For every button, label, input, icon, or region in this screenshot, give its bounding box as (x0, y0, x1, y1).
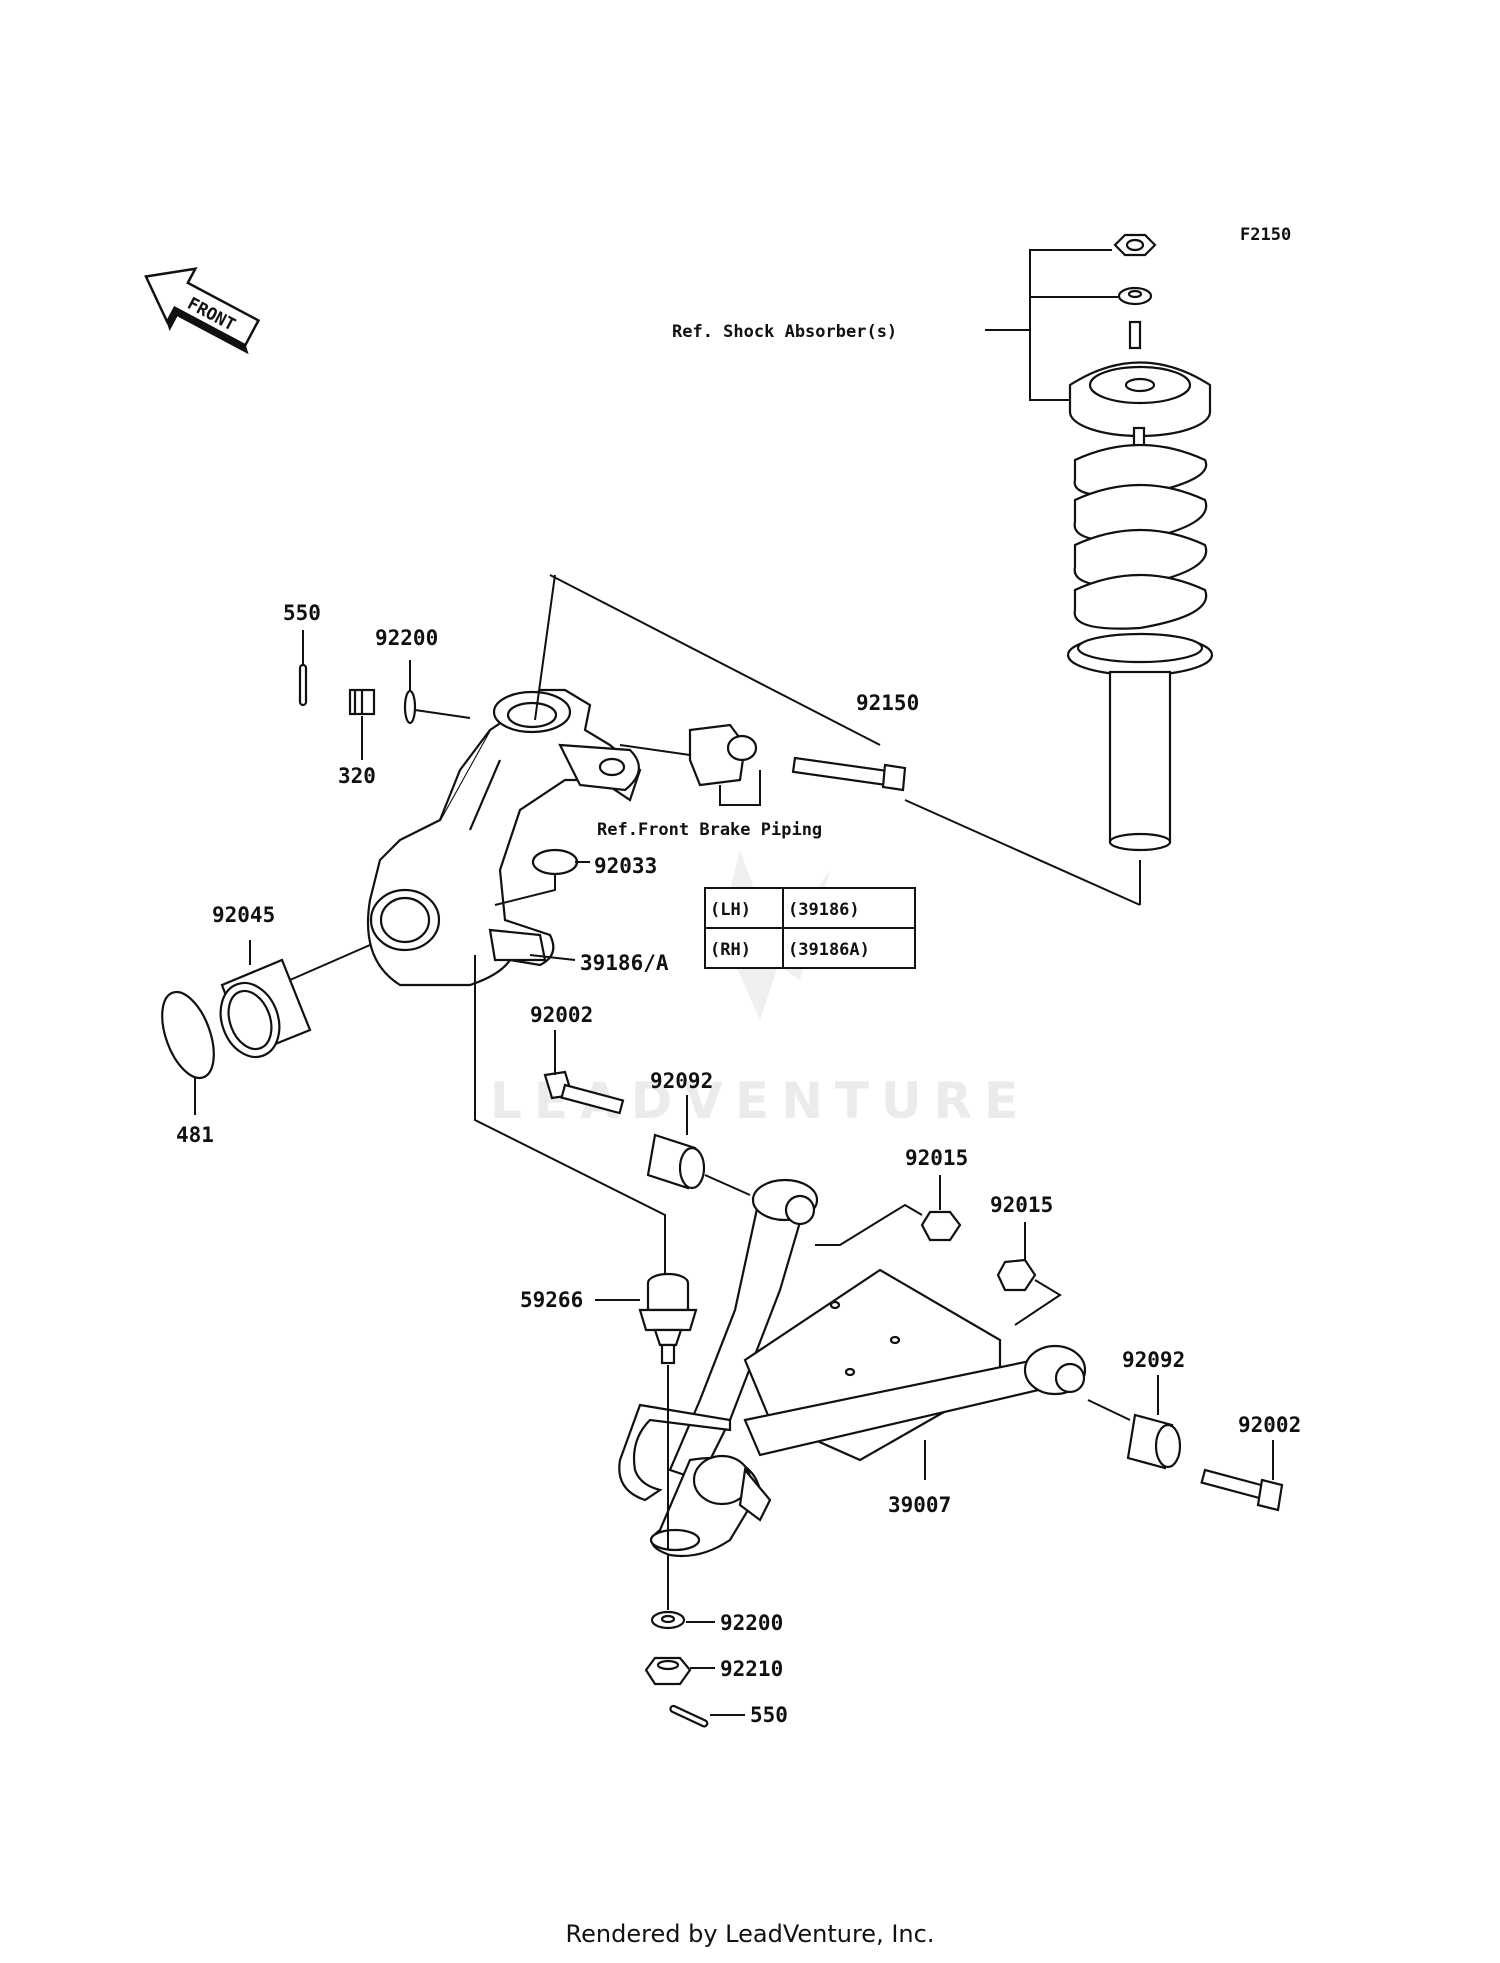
callout-92092-right: 92092 (1122, 1348, 1185, 1372)
callout-550-top: 550 (283, 601, 321, 625)
callout-92150: 92150 (856, 691, 919, 715)
leader-39186 (529, 954, 576, 961)
footer-credit: Rendered by LeadVenture, Inc. (565, 1920, 935, 1948)
callout-92210: 92210 (720, 1657, 783, 1681)
callout-92033: 92033 (594, 854, 657, 878)
circlip-92033 (531, 848, 579, 876)
leader-knuckle-bolt (549, 574, 881, 746)
callout-92015-b: 92015 (990, 1193, 1053, 1217)
leader-92045 (249, 940, 371, 981)
front-arrow-icon: FRONT (144, 267, 261, 355)
circlip-481 (161, 990, 215, 1080)
callout-92015-a: 92015 (905, 1146, 968, 1170)
leader-92015-a (815, 1175, 941, 1246)
shock-absorber (1066, 233, 1214, 852)
ball-joint-59266 (638, 1272, 698, 1365)
nut-92210 (644, 1656, 692, 1686)
figure-code: F2150 (1240, 225, 1291, 245)
leader-92033 (494, 861, 590, 906)
leader-92200-bottom (667, 1555, 715, 1623)
table-part-lh: (39186) (788, 900, 860, 920)
bolt-92002-right (1200, 1468, 1284, 1512)
nut-92015-b (996, 1258, 1037, 1292)
callout-92045: 92045 (212, 903, 275, 927)
a-arm-39007 (618, 1178, 1087, 1558)
nut-92015-a (920, 1210, 962, 1242)
callout-92002-left: 92002 (530, 1003, 593, 1027)
callout-481: 481 (176, 1123, 214, 1147)
leader-92015-b (1014, 1222, 1062, 1326)
callout-92002-right: 92002 (1238, 1413, 1301, 1437)
leader-92092-left (686, 1095, 751, 1196)
leader-knuckle-top (534, 574, 556, 721)
washer-92200-top (403, 689, 417, 725)
bushing-92092-left (646, 1133, 706, 1190)
steering-knuckle (366, 688, 642, 987)
bearing-92045 (219, 958, 312, 1059)
bolt-92150 (791, 756, 907, 792)
callout-39186: 39186/A (580, 951, 669, 975)
bolt-92002-left (543, 1070, 625, 1115)
callout-320: 320 (338, 764, 376, 788)
leader-92092-right (1087, 1375, 1159, 1421)
cotter-pin-550-top (298, 663, 308, 707)
callout-92092-left: 92092 (650, 1069, 713, 1093)
table-side-lh: (LH) (710, 900, 751, 920)
table-part-rh: (39186A) (788, 940, 870, 960)
leader-bolt-shock (904, 799, 1141, 906)
leader-brake-ref (619, 744, 761, 806)
table-side-rh: (RH) (710, 940, 751, 960)
leader-92200-top (409, 660, 471, 719)
callout-39007: 39007 (888, 1493, 951, 1517)
bushing-92092-right (1126, 1413, 1182, 1470)
leader-knuckle-balljoint (474, 955, 666, 1290)
ref-shock-absorber: Ref. Shock Absorber(s) (672, 322, 897, 342)
cotter-pin-550-bottom (669, 1704, 709, 1728)
washer-92200-bottom (650, 1610, 686, 1630)
callout-59266: 59266 (520, 1288, 583, 1312)
callout-92200-top: 92200 (375, 626, 438, 650)
leader-59266 (595, 1299, 669, 1550)
nut-320 (348, 688, 376, 716)
brake-piping-clamp (688, 723, 758, 787)
ref-front-brake-piping: Ref.Front Brake Piping (597, 820, 822, 840)
shock-ref-bracket (985, 249, 1118, 401)
callout-550-bottom: 550 (750, 1703, 788, 1727)
callout-92200-bottom: 92200 (720, 1611, 783, 1635)
side-table: (LH) (39186) (RH) (39186A) (704, 887, 916, 969)
